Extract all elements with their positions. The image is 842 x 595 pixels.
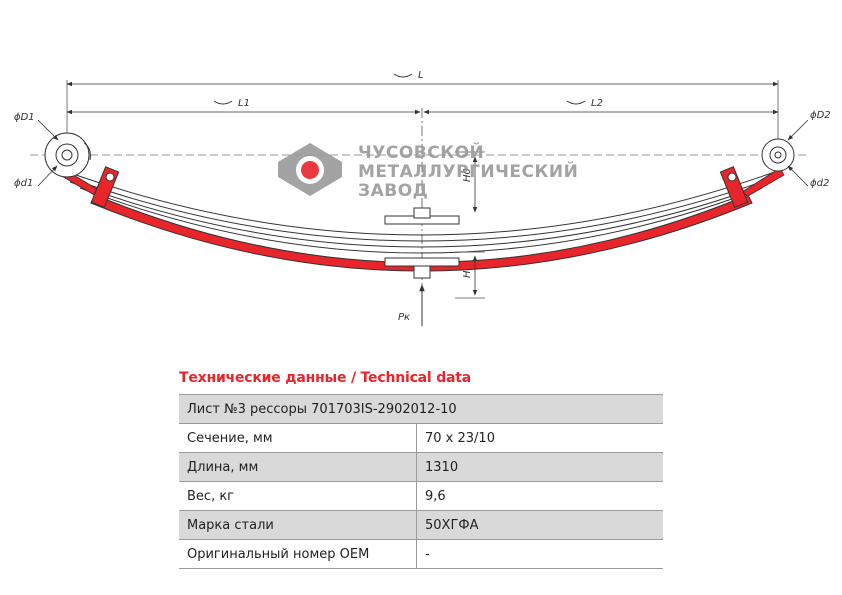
dimension-d2-label: ϕd2	[810, 178, 829, 189]
diameter-leaders-left: ϕD1 ϕd1	[14, 112, 59, 189]
spec-label: Длина, мм	[179, 452, 417, 482]
dimension-H: H	[455, 251, 485, 299]
spec-value: 50ХГФА	[416, 510, 663, 540]
dimension-d1-label: ϕd1	[14, 178, 33, 189]
left-eye	[44, 132, 91, 178]
specs-header: Лист №3 рессоры 701703IS-2902012-10	[179, 394, 663, 424]
clamp-left	[90, 166, 120, 208]
dimension-D1-label: ϕD1	[14, 112, 35, 123]
diameter-leaders-right: ϕD2 ϕd2	[787, 110, 831, 189]
specs-row: Вес, кг 9,6	[179, 481, 663, 511]
spec-value: 9,6	[416, 481, 663, 511]
spec-label: Оригинальный номер OEM	[179, 539, 417, 569]
dimension-L-label: L	[418, 70, 424, 81]
dimension-D2-label: ϕD2	[810, 110, 831, 121]
center-bolt	[384, 207, 460, 279]
dimension-L1-L2: L1 L2	[66, 98, 779, 115]
spec-value: -	[416, 539, 663, 569]
dimension-L1-label: L1	[238, 98, 250, 109]
dimension-Pk-label: Pк	[398, 312, 410, 323]
company-logo: ЧУСОВСКОЙ МЕТАЛЛУРГИЧЕСКИЙ ЗАВОД	[278, 141, 578, 201]
clamp-right	[719, 166, 749, 208]
specs-row: Длина, мм 1310	[179, 452, 663, 482]
dimension-H0-label: H0	[462, 168, 473, 182]
dimension-H-label: H	[462, 270, 473, 278]
dimension-H0: H0	[455, 151, 485, 213]
spec-label: Марка стали	[179, 510, 417, 540]
specs-row: Оригинальный номер OEM -	[179, 539, 663, 569]
spec-value: 70 x 23/10	[416, 423, 663, 453]
upper-leaves	[61, 169, 781, 254]
leaf-end-right	[741, 167, 785, 197]
dimension-L: L	[66, 70, 779, 150]
highlighted-leaf-3	[90, 194, 753, 272]
specs-row: Марка стали 50ХГФА	[179, 510, 663, 540]
specs-row: Сечение, мм 70 x 23/10	[179, 423, 663, 453]
spec-label: Вес, кг	[179, 481, 417, 511]
load-arrow-Pk: Pк	[398, 284, 425, 326]
specs-table: Лист №3 рессоры 701703IS-2902012-10 Сече…	[179, 394, 663, 569]
dimension-L2-label: L2	[591, 98, 603, 109]
leaf-spring-drawing: L L1 L2	[14, 70, 831, 326]
logo-line-1: ЧУСОВСКОЙ	[358, 141, 484, 163]
spec-label: Сечение, мм	[179, 423, 417, 453]
specs-title: Технические данные / Technical data	[179, 370, 472, 386]
spec-value: 1310	[416, 452, 663, 482]
logo-line-2: МЕТАЛЛУРГИЧЕСКИЙ	[358, 160, 578, 182]
right-eye	[761, 138, 795, 172]
specs-header-row: Лист №3 рессоры 701703IS-2902012-10	[179, 394, 663, 424]
logo-line-3: ЗАВОД	[358, 181, 428, 201]
